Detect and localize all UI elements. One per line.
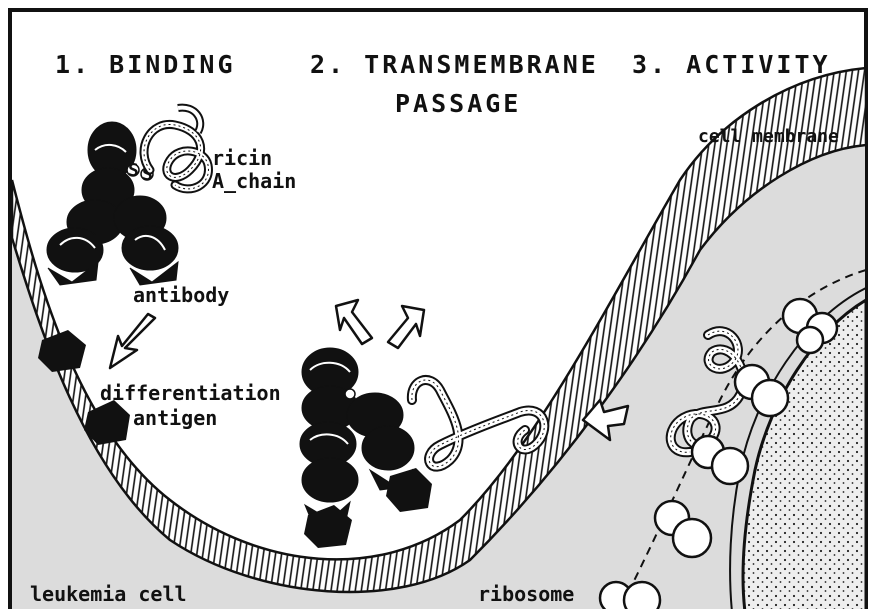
label-a-chain: A_chain	[212, 169, 296, 193]
heading-binding: 1. BINDING	[55, 50, 236, 79]
label-antibody: antibody	[133, 283, 229, 307]
label-cell-membrane: cell membrane	[698, 126, 839, 147]
disulfide-bond-2	[345, 389, 355, 399]
label-differentiation: differentiation	[100, 381, 281, 405]
heading-passage: PASSAGE	[395, 89, 521, 118]
heading-activity: 3. ACTIVITY	[632, 50, 831, 79]
label-ribosome: ribosome	[478, 582, 574, 606]
label-antigen: antigen	[133, 406, 217, 430]
label-leukemia-cell: leukemia cell	[30, 582, 187, 606]
label-ricin: ricin	[212, 146, 272, 170]
disulfide-s-1: S	[128, 160, 139, 181]
ribosome-5	[600, 582, 660, 609]
heading-transmembrane: 2. TRANSMEMBRANE	[310, 50, 599, 79]
